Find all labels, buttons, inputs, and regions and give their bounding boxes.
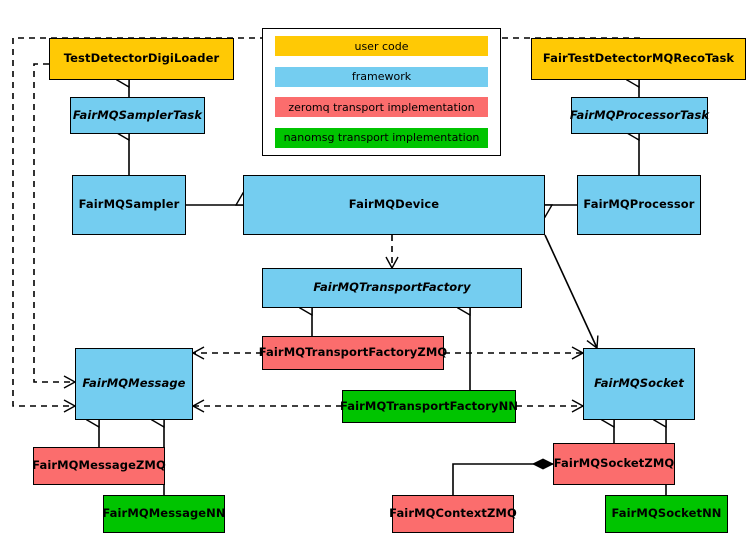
class-box-fairmq-sampler-task[interactable]: FairMQSamplerTask: [70, 97, 205, 134]
class-box-fairmq-message-nn[interactable]: FairMQMessageNN: [102, 495, 226, 533]
legend-row-framework: framework: [275, 66, 488, 87]
legend-label-framework: framework: [351, 70, 412, 84]
class-box-fairmq-transport-factory-nn[interactable]: FairMQTransportFactoryNN: [340, 390, 518, 423]
class-box-fairmq-processor-task[interactable]: FairMQProcessorTask: [570, 97, 709, 134]
class-box-fairmq-message[interactable]: FairMQMessage: [75, 348, 193, 420]
edge-digiloader-to-message: [33, 63, 77, 389]
class-box-fairmq-socket-nn[interactable]: FairMQSocketNN: [605, 495, 728, 533]
class-box-fairmq-processor[interactable]: FairMQProcessor: [577, 175, 701, 235]
class-box-fairmq-context-zmq[interactable]: FairMQContextZMQ: [389, 495, 517, 533]
legend-label-nanomsg: nanomsg transport implementation: [283, 131, 480, 145]
class-box-fairmq-message-zmq[interactable]: FairMQMessageZMQ: [32, 447, 166, 485]
legend-box: user code framework zeromq transport imp…: [262, 28, 501, 156]
class-box-test-detector-digi-loader[interactable]: TestDetectorDigiLoader: [49, 38, 234, 80]
legend-row-zeromq: zeromq transport implementation: [275, 97, 488, 118]
class-box-fairmq-transport-factory[interactable]: FairMQTransportFactory: [262, 268, 522, 308]
edge-contextzmq-to-socketzmq: [452, 464, 553, 495]
class-box-fairmq-device[interactable]: FairMQDevice: [243, 175, 545, 235]
legend-row-user-code: user code: [275, 36, 488, 56]
class-box-fairmq-socket-zmq[interactable]: FairMQSocketZMQ: [553, 443, 675, 485]
legend-row-nanomsg: nanomsg transport implementation: [275, 127, 488, 148]
class-box-fairmq-socket[interactable]: FairMQSocket: [583, 348, 695, 420]
class-box-fairmq-sampler[interactable]: FairMQSampler: [72, 175, 186, 235]
class-box-fairmq-transport-factory-zmq[interactable]: FairMQTransportFactoryZMQ: [259, 336, 447, 370]
class-box-fair-test-detector-mq-reco-task[interactable]: FairTestDetectorMQRecoTask: [531, 38, 746, 80]
legend-label-user-code: user code: [354, 39, 409, 53]
legend-label-zeromq: zeromq transport implementation: [288, 100, 475, 114]
edge-device-to-socket: [544, 234, 599, 350]
